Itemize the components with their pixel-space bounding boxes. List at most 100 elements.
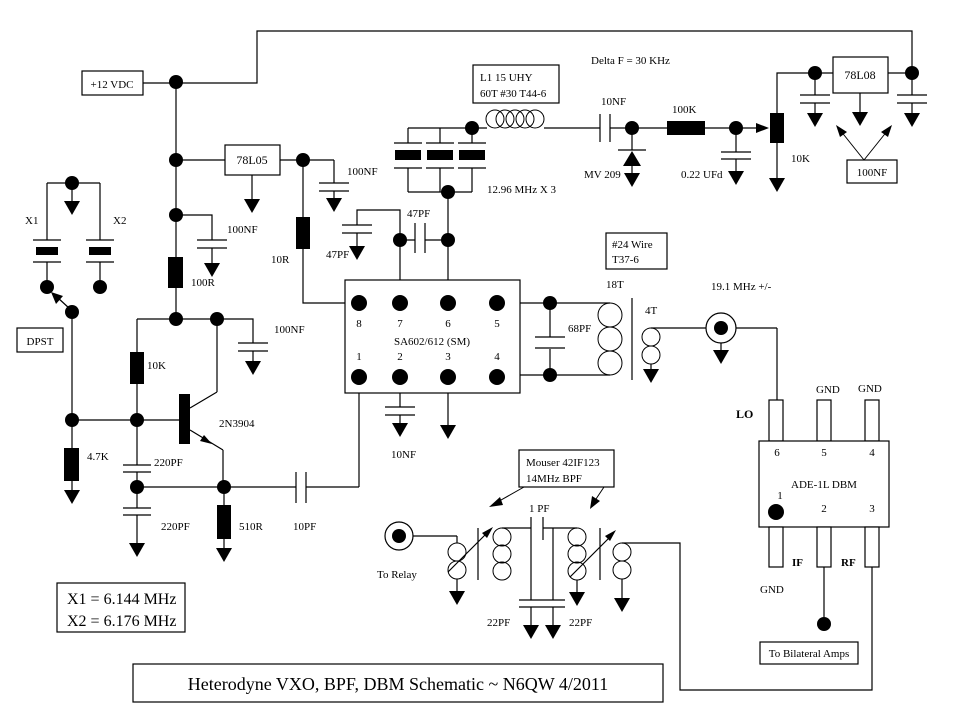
wires-bpf-section (413, 527, 634, 626)
xtal-triple-label: 12.96 MHz X 3 (487, 184, 557, 196)
sa602-pin5-label: 5 (494, 318, 500, 330)
resistor-510r (217, 505, 231, 539)
xtal-info-line1: X1 = 6.144 MHz (67, 591, 176, 608)
junction-dots (40, 66, 919, 631)
l1-note-box: L1 15 UHY 60T #30 T44-6 (472, 64, 560, 104)
crystal-triple-12mhz (394, 142, 486, 169)
resistor-10r (296, 217, 310, 249)
cap-22pf-2-label: 22PF (569, 617, 592, 629)
schematic-title: Heterodyne VXO, BPF, DBM Schematic ~ N6Q… (188, 674, 608, 694)
cap-68pf-label: 68PF (568, 323, 591, 335)
reg8-label: 78L08 (844, 68, 875, 82)
wires-dbm-section (634, 542, 873, 691)
to-relay-connector (384, 521, 414, 551)
sec-4t-label: 4T (645, 305, 658, 317)
sa602-name: SA602/612 (SM) (394, 336, 470, 348)
xtal-info-line2: X2 = 6.176 MHz (67, 613, 176, 630)
bpf-note-box: Mouser 42IF123 14MHz BPF (489, 449, 615, 509)
supply-box: +12 VDC (81, 70, 144, 96)
cap-220pf-1-label: 220PF (154, 457, 183, 469)
ade-pin2-label: 2 (821, 503, 827, 515)
cap-10pf-label: 10PF (293, 521, 316, 533)
bpf-transformer-1 (447, 527, 512, 581)
gnd-pin6b-label: GND (760, 584, 784, 596)
ade1l-dbm: 6 5 4 1 2 3 ADE-1L DBM (758, 399, 890, 568)
cap-47pf-shunt-label: 47PF (326, 249, 349, 261)
title-box: Heterodyne VXO, BPF, DBM Schematic ~ N6Q… (132, 663, 664, 703)
sa602-pin4-label: 4 (494, 351, 500, 363)
lo-freq-label: 19.1 MHz +/- (711, 281, 772, 293)
x2-label: X2 (113, 215, 126, 227)
resistor-100r (168, 257, 183, 288)
sa602-pin8-label: 8 (356, 318, 362, 330)
ade-pin3-label: 3 (869, 503, 875, 515)
lo-test-point (705, 312, 737, 344)
l1-note-line1: L1 15 UHY (480, 72, 533, 84)
res-100r-label: 100R (191, 277, 216, 289)
dpst-box: DPST (16, 327, 64, 353)
crystal-x1 (33, 239, 61, 263)
pri-18t-label: 18T (606, 279, 624, 291)
supply-label: +12 VDC (91, 79, 134, 91)
switch-arrow-icon (51, 292, 63, 304)
cap-100nf-out-label: 100NF (347, 166, 378, 178)
varactor-label: MV 209 (584, 169, 621, 181)
transistor-label: 2N3904 (219, 418, 255, 430)
res-4-7k-label: 4.7K (87, 451, 109, 463)
reg8-caps-label: 100NF (857, 167, 888, 179)
xtal-info-box: X1 = 6.144 MHz X2 = 6.176 MHz (56, 582, 186, 633)
bilateral-label: To Bilateral Amps (769, 648, 850, 660)
cap-10nf-pin2-label: 10NF (391, 449, 416, 461)
bpf-note-line1: Mouser 42IF123 (526, 457, 600, 469)
toroid-note-line1: #24 Wire (612, 239, 653, 251)
cap-022ufd-label: 0.22 UFd (681, 169, 723, 181)
ade-name: ADE-1L DBM (791, 479, 857, 491)
lo-port-label: LO (736, 407, 753, 421)
bilateral-box: To Bilateral Amps (759, 641, 859, 665)
sa602-pin7-label: 7 (397, 318, 403, 330)
cap-220pf-2-label: 220PF (161, 521, 190, 533)
cap-10nf-top-label: 10NF (601, 96, 626, 108)
res-100k-label: 100K (672, 104, 697, 116)
res-510r-label: 510R (239, 521, 264, 533)
reg-78l08-box: 78L08 (832, 56, 889, 94)
if-port-label: IF (792, 557, 803, 569)
res-10k-label: 10K (147, 360, 166, 372)
reg-78l05-box: 78L05 (224, 144, 281, 176)
reg5-label: 78L05 (236, 153, 267, 167)
bpf-transformer-2 (567, 527, 632, 581)
gnd-pin5-label: GND (816, 384, 840, 396)
cap-47pf-series-label: 47PF (407, 208, 430, 220)
transformer-18t-4t (597, 302, 661, 376)
ade-pin4-label: 4 (869, 447, 875, 459)
cap-100nf-coll-label: 100NF (274, 324, 305, 336)
resistor-4-7k (64, 448, 79, 481)
transistor-2n3904 (179, 394, 212, 444)
inductor-l1-coil (485, 109, 545, 129)
sa602-pin6-label: 6 (445, 318, 451, 330)
wires-multiplier-section (356, 72, 913, 303)
x1-label: X1 (25, 215, 38, 227)
bpf-note-line2: 14MHz BPF (526, 473, 582, 485)
cap-100nf-rail-label: 100NF (227, 224, 258, 236)
toroid-note-box: #24 Wire T37-6 (605, 232, 668, 270)
cap-22pf-1-label: 22PF (487, 617, 510, 629)
resistor-10k (130, 352, 144, 384)
to-relay-label: To Relay (377, 569, 417, 581)
varactor-mv209 (618, 149, 646, 166)
crystal-x2 (86, 239, 114, 263)
ade-pin5-label: 5 (821, 447, 827, 459)
ade-pin6-label: 6 (774, 447, 780, 459)
dpst-label: DPST (27, 336, 54, 348)
delta-f-label: Delta F = 30 KHz (591, 55, 670, 67)
capacitor-plates (123, 94, 927, 608)
resistor-100k (667, 121, 705, 135)
l1-note-line2: 60T #30 T44-6 (480, 88, 547, 100)
cap-1pf-label: 1 PF (529, 503, 550, 515)
potentiometer-10k (756, 113, 784, 143)
pot-10k-label: 10K (791, 153, 810, 165)
sa602-pin1-label: 1 (356, 351, 362, 363)
pin1-marker-dot (768, 504, 784, 520)
